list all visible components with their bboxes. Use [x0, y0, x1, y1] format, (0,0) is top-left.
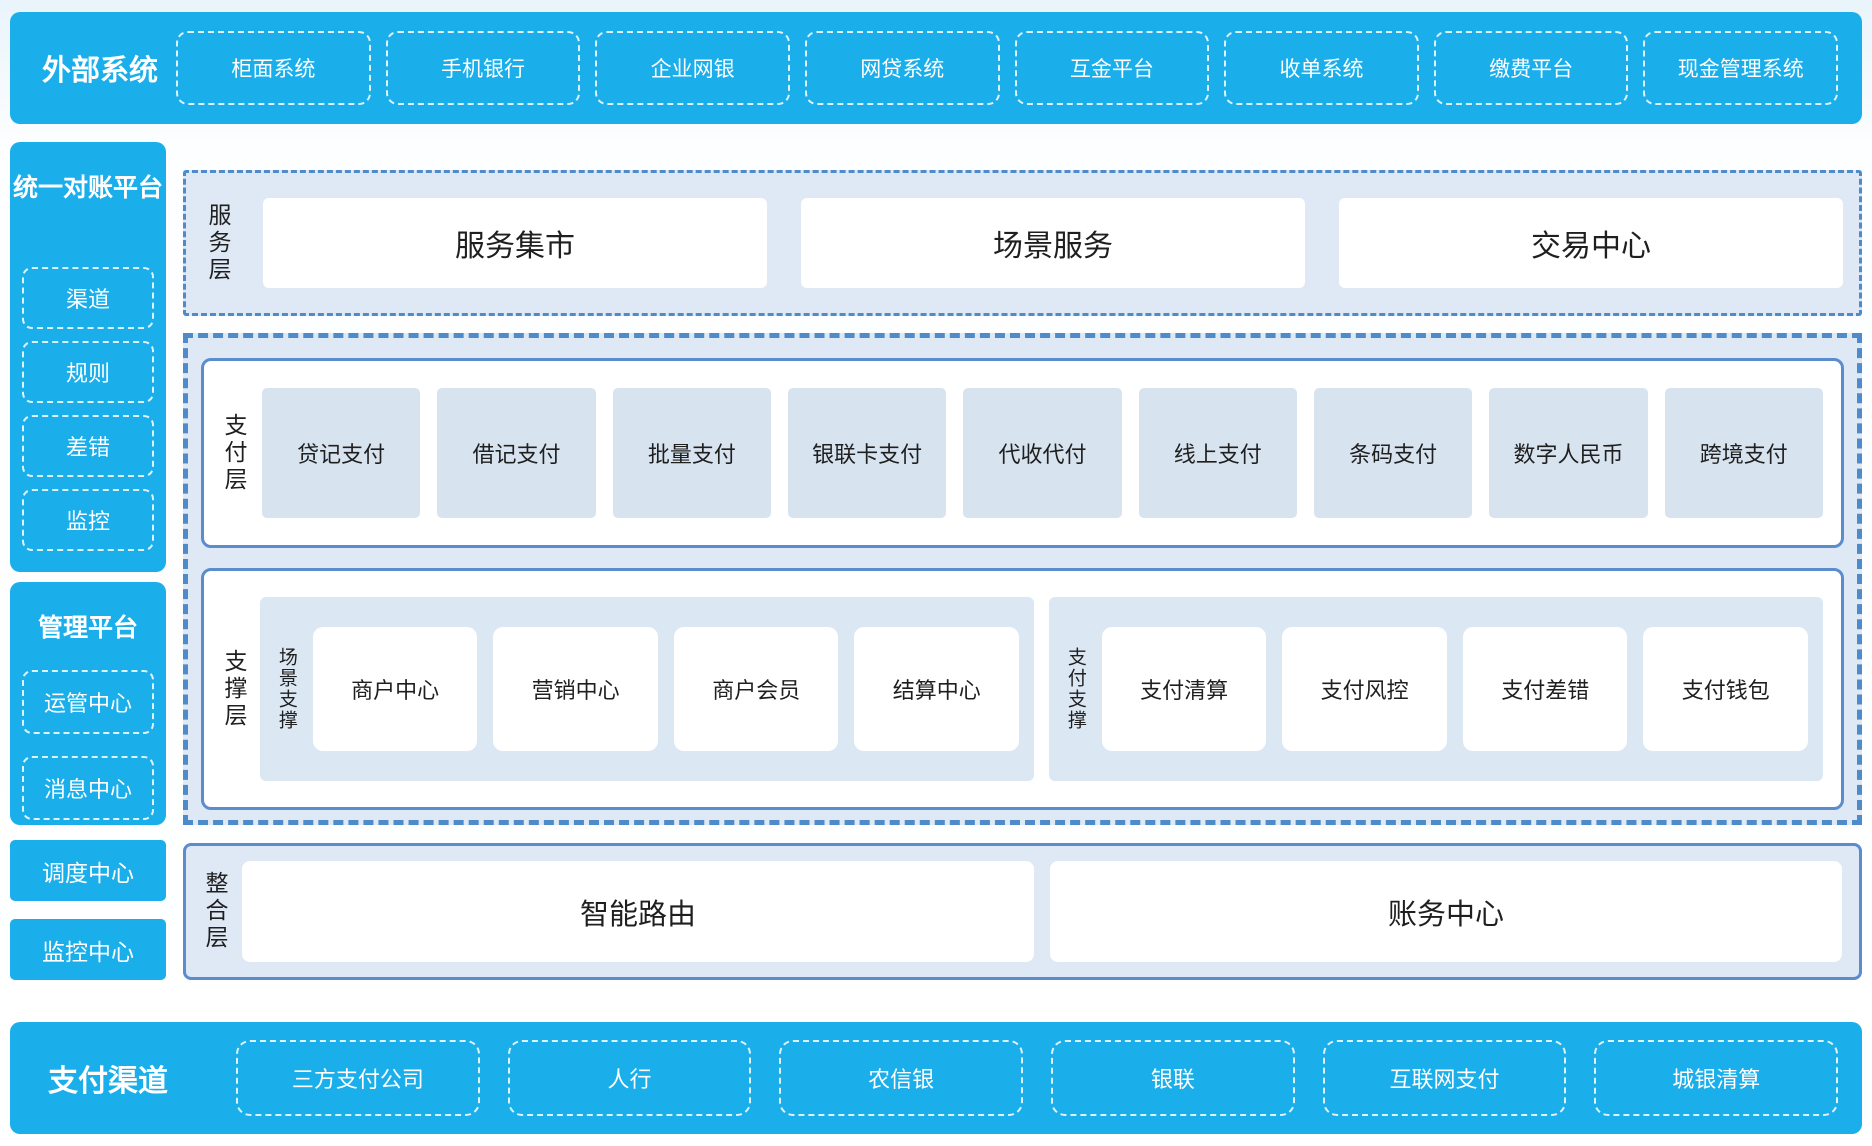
integration-layer-label: 整合层: [202, 871, 228, 952]
payment-support-group: 支付支撑 支付清算 支付风控 支付差错 支付钱包: [1049, 597, 1823, 781]
payment-card: 线上支付: [1138, 388, 1297, 518]
service-layer: 服务层 服务集市 场景服务 交易中心: [183, 170, 1862, 316]
scene-support-card: 商户中心: [312, 627, 478, 751]
integration-card: 账务中心: [1050, 861, 1842, 962]
reconciliation-item: 规则: [22, 341, 154, 403]
payment-support-card: 支付差错: [1462, 627, 1628, 751]
support-layer: 支撑层 场景支撑 商户中心 营销中心 商户会员 结算中心 支付支撑 支付清算 支…: [201, 568, 1844, 810]
scene-support-group: 场景支撑 商户中心 营销中心 商户会员 结算中心: [260, 597, 1034, 781]
external-systems-bar: 外部系统 柜面系统 手机银行 企业网银 网贷系统 互金平台 收单系统 缴费平台 …: [10, 12, 1862, 124]
payment-channel-item: 城银清算: [1594, 1040, 1839, 1116]
reconciliation-item: 渠道: [22, 267, 154, 329]
external-system-item: 互金平台: [1014, 31, 1210, 105]
reconciliation-item: 差错: [22, 415, 154, 477]
service-card: 服务集市: [263, 198, 767, 288]
external-system-item: 柜面系统: [176, 31, 371, 105]
payment-channel-item: 人行: [507, 1040, 752, 1116]
payment-channels-bar: 支付渠道 三方支付公司 人行 农信银 银联 互联网支付 城银清算: [10, 1022, 1862, 1134]
payment-channel-item: 银联: [1051, 1040, 1295, 1116]
payment-card: 批量支付: [612, 388, 771, 518]
external-system-item: 收单系统: [1224, 31, 1419, 105]
payment-card: 贷记支付: [262, 388, 421, 518]
management-platform-box: 管理平台 运管中心 消息中心: [10, 582, 166, 825]
payment-support-label: 支付支撑: [1064, 647, 1086, 731]
payment-card: 借记支付: [437, 388, 596, 518]
core-layers-container: 支付层 贷记支付 借记支付 批量支付 银联卡支付 代收代付 线上支付 条码支付 …: [183, 333, 1862, 825]
reconciliation-platform-box: 统一对账平台 渠道 规则 差错 监控: [10, 142, 166, 572]
management-item: 运管中心: [22, 670, 154, 734]
service-card: 交易中心: [1339, 198, 1843, 288]
management-item: 消息中心: [22, 756, 154, 820]
support-layer-label: 支撑层: [221, 648, 247, 730]
reconciliation-items: 渠道 规则 差错 监控: [10, 267, 166, 551]
external-system-item: 现金管理系统: [1643, 31, 1839, 105]
payment-channels-items: 三方支付公司 人行 农信银 银联 互联网支付 城银清算: [236, 1040, 1839, 1116]
payment-channel-item: 互联网支付: [1322, 1040, 1567, 1116]
service-layer-label: 服务层: [205, 202, 231, 284]
payment-channel-item: 三方支付公司: [236, 1040, 480, 1116]
service-card: 场景服务: [801, 198, 1305, 288]
payment-channels-label: 支付渠道: [48, 1065, 168, 1098]
reconciliation-platform-title: 统一对账平台: [12, 174, 163, 202]
payment-support-card: 支付清算: [1101, 627, 1267, 751]
scene-support-card: 商户会员: [673, 627, 839, 751]
management-items: 运管中心 消息中心: [10, 670, 166, 820]
external-systems-label: 外部系统: [42, 55, 159, 87]
integration-layer: 整合层 智能路由 账务中心: [183, 843, 1862, 980]
monitor-center-box: 监控中心: [10, 919, 166, 980]
management-platform-title: 管理平台: [37, 614, 138, 642]
payment-channel-item: 农信银: [779, 1040, 1024, 1116]
external-systems-items: 柜面系统 手机银行 企业网银 网贷系统 互金平台 收单系统 缴费平台 现金管理系…: [176, 31, 1839, 105]
payment-card: 条码支付: [1313, 388, 1473, 518]
external-system-item: 缴费平台: [1433, 31, 1629, 105]
payment-card: 银联卡支付: [787, 388, 947, 518]
payment-layer-label: 支付层: [221, 412, 247, 494]
external-system-item: 手机银行: [385, 31, 581, 105]
scene-support-card: 营销中心: [493, 627, 658, 751]
external-system-item: 网贷系统: [804, 31, 1000, 105]
reconciliation-item: 监控: [22, 489, 154, 551]
scene-support-card: 结算中心: [854, 627, 1020, 751]
integration-card: 智能路由: [242, 861, 1034, 962]
payment-card: 代收代付: [963, 388, 1122, 518]
external-system-item: 企业网银: [595, 31, 790, 105]
dispatch-center-box: 调度中心: [10, 840, 166, 901]
payment-card: 数字人民币: [1489, 388, 1648, 518]
payment-card: 跨境支付: [1664, 388, 1823, 518]
payment-support-card: 支付钱包: [1643, 627, 1809, 751]
payment-support-card: 支付风控: [1282, 627, 1447, 751]
payment-layer: 支付层 贷记支付 借记支付 批量支付 银联卡支付 代收代付 线上支付 条码支付 …: [201, 358, 1844, 548]
scene-support-label: 场景支撑: [275, 647, 297, 731]
